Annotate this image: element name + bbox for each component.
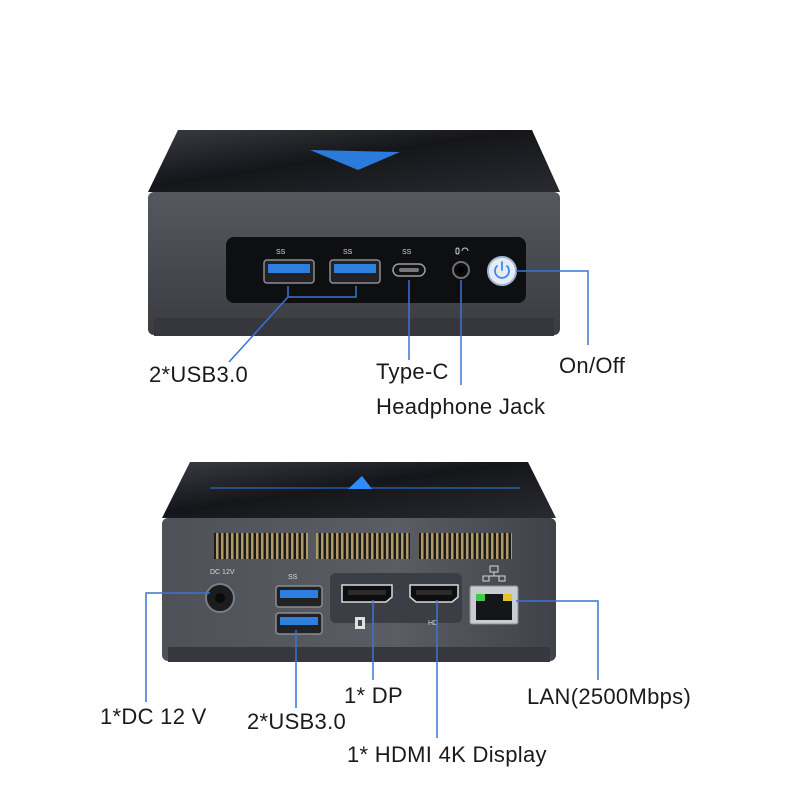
- rear-usb-port-2[interactable]: [275, 612, 323, 635]
- front-typec-label: Type-C: [376, 359, 449, 384]
- rear-hdmi-port[interactable]: [409, 584, 459, 603]
- front-base: [154, 318, 554, 336]
- rear-usb-label: 2*USB3.0: [247, 709, 347, 734]
- front-usb-port-2[interactable]: SS: [329, 249, 381, 284]
- front-callouts: [228, 270, 589, 385]
- rear-device: DC 12V SS HD: [162, 462, 556, 662]
- front-usb-label: 2*USB3.0: [149, 362, 249, 387]
- ss-icon: SS: [276, 249, 286, 256]
- rear-hdmi-label: 1* HDMI 4K Display: [347, 742, 547, 767]
- rear-dp-label: 1* DP: [344, 683, 403, 708]
- front-headphone-label: Headphone Jack: [376, 394, 546, 419]
- front-top-accent: [310, 150, 400, 170]
- callout-lan: [516, 600, 599, 680]
- dc-marking-text: DC 12V: [210, 569, 235, 576]
- power-icon: [494, 261, 510, 279]
- rear-dp-port[interactable]: [341, 584, 393, 603]
- hdmi-marking-text: HD: [428, 620, 438, 627]
- rear-lan-port[interactable]: [469, 585, 519, 625]
- rear-lan-label: LAN(2500Mbps): [527, 684, 692, 709]
- ss-icon: SS: [343, 249, 353, 256]
- callout-usb: [288, 286, 357, 298]
- ss-icon: SS: [288, 574, 298, 581]
- rear-usb-port-1[interactable]: [275, 585, 323, 608]
- front-typec-port[interactable]: SS: [392, 249, 426, 277]
- ss-icon: SS: [402, 249, 412, 256]
- front-power-button[interactable]: [487, 256, 517, 286]
- front-device: SS SS SS: [148, 130, 560, 336]
- front-usb-port-1[interactable]: SS: [263, 249, 315, 284]
- dp-logo-icon: [355, 617, 365, 629]
- rear-vent-center: [316, 533, 410, 559]
- rear-vent-right: [418, 533, 512, 559]
- callout-usb-diag: [228, 296, 289, 363]
- callout-dc: [145, 592, 210, 702]
- rear-callouts: [145, 592, 599, 738]
- rear-dc-label: 1*DC 12 V: [100, 704, 207, 729]
- headset-mic-icon: [455, 247, 469, 255]
- rear-dc-jack[interactable]: DC 12V: [205, 569, 235, 613]
- rear-top-lid: [162, 462, 556, 518]
- network-icon: [482, 565, 506, 582]
- callout-power: [516, 270, 589, 345]
- rear-vent-left: [214, 533, 308, 559]
- rear-top-accent: [348, 476, 372, 489]
- front-power-label: On/Off: [559, 353, 626, 378]
- front-headphone-jack[interactable]: [452, 247, 470, 279]
